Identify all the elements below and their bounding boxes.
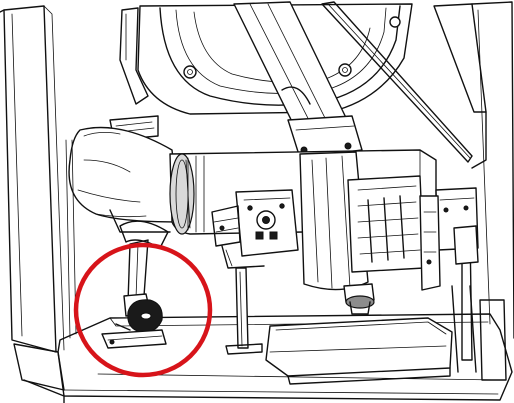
control-box bbox=[419, 187, 479, 291]
drain-tray bbox=[265, 317, 453, 385]
support-leg bbox=[225, 267, 263, 355]
highlight-circle bbox=[73, 242, 213, 378]
pipe-elbow bbox=[68, 126, 181, 233]
drain-valve-knob bbox=[115, 299, 163, 333]
lower-fitting bbox=[343, 283, 375, 315]
gas-valve bbox=[211, 189, 299, 269]
duct-arm bbox=[233, 1, 363, 159]
support-rod bbox=[321, 1, 473, 163]
housing-left-wall bbox=[0, 5, 65, 353]
impeller-assembly bbox=[299, 151, 425, 291]
drain-valve-base bbox=[101, 329, 167, 349]
